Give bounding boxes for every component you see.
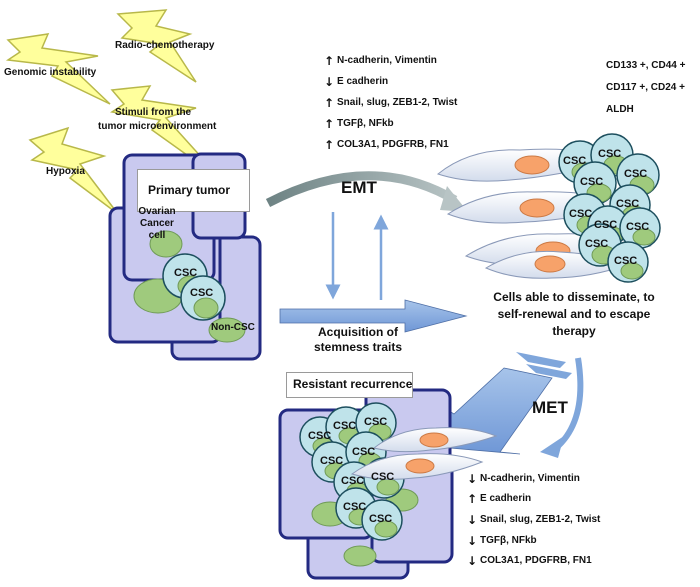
csc-label: CSC — [614, 255, 638, 267]
disseminate-line3: therapy — [552, 324, 596, 338]
up-arrow-icon: ↑ — [324, 54, 335, 68]
primary-tumor-title: Primary tumor — [148, 183, 231, 197]
csc-label: CSC — [569, 208, 593, 220]
label-genomic-instability: Genomic instability — [4, 67, 97, 78]
emt-marker-1: N-cadherin, Vimentin — [337, 55, 437, 66]
emt-marker-4: TGFβ, NFkb — [337, 118, 394, 129]
down-arrow-icon: ↓ — [467, 513, 478, 527]
csc-label: CSC — [320, 455, 344, 467]
acquisition-label: Acquisition of stemness traits — [308, 325, 408, 355]
surface-marker-2: CD117 +, CD24 + — [606, 82, 685, 93]
csc-label: CSC — [333, 420, 357, 432]
emt-marker-3: Snail, slug, ZEB1-2, Twist — [337, 97, 458, 108]
primary-tumor-title-box: Primary tumor — [137, 169, 250, 212]
down-arrow-icon: ↓ — [467, 554, 478, 568]
ovarian-line3: cell — [148, 230, 166, 241]
csc-label: CSC — [594, 219, 618, 231]
met-marker-5: COL3A1, PDGFRB, FN1 — [480, 555, 592, 566]
recurrence-title: Resistant recurrence — [293, 377, 413, 391]
recurrence-title-box: Resistant recurrence — [286, 372, 413, 398]
disseminating-cells-cluster — [436, 133, 661, 283]
acquisition-line1: Acquisition of — [318, 325, 398, 339]
surface-marker-1: CD133 +, CD44 + — [606, 60, 686, 71]
csc-label: CSC — [371, 471, 395, 483]
csc-label: CSC — [563, 155, 587, 167]
emt-label: EMT — [341, 178, 377, 197]
surface-marker-3: ALDH — [606, 104, 634, 115]
disseminate-line1: Cells able to disseminate, to — [493, 290, 655, 304]
disseminate-line2: self-renewal and to escape — [497, 307, 651, 321]
ovarian-line2: Cancer — [140, 218, 174, 229]
down-arrow-icon: ↓ — [324, 75, 335, 89]
met-marker-3: Snail, slug, ZEB1-2, Twist — [480, 514, 601, 525]
disseminate-label: Cells able to disseminate, to self-renew… — [464, 289, 684, 340]
lightning-bolt-radio — [116, 9, 197, 83]
non-csc-label: Non-CSC — [211, 322, 255, 333]
csc-label: CSC — [174, 267, 198, 279]
csc-label: CSC — [343, 501, 367, 513]
down-arrow-icon: ↓ — [467, 472, 478, 486]
csc-label: CSC — [585, 238, 609, 250]
met-marker-1: N-cadherin, Vimentin — [480, 473, 580, 484]
up-arrow-icon: ↑ — [467, 492, 478, 506]
emt-arrow — [265, 171, 468, 212]
ovarian-line1: Ovarian — [138, 206, 176, 217]
csc-label: CSC — [616, 198, 640, 210]
emt-marker-2: E cadherin — [337, 76, 389, 87]
csc-label: CSC — [308, 430, 332, 442]
label-hypoxia: Hypoxia — [46, 166, 85, 177]
met-marker-4: TGFβ, NFkb — [480, 535, 537, 546]
acquisition-arrow — [279, 299, 468, 333]
label-radio-chemotherapy: Radio-chemotherapy — [115, 40, 215, 51]
csc-label: CSC — [190, 287, 214, 299]
csc-label: CSC — [341, 475, 365, 487]
emt-marker-5: COL3A1, PDGFRB, FN1 — [337, 139, 449, 150]
vertical-arrows — [325, 212, 389, 300]
csc-label: CSC — [624, 168, 648, 180]
csc-label: CSC — [364, 416, 388, 428]
label-stimuli-line2: tumor microenvironment — [98, 121, 217, 132]
csc-label: CSC — [626, 221, 650, 233]
recurrence-cluster — [278, 388, 498, 580]
up-arrow-icon: ↑ — [324, 96, 335, 110]
ovarian-cancer-cell-label: Ovarian Cancer cell — [136, 206, 178, 242]
csc-label: CSC — [598, 148, 622, 160]
up-arrow-icon: ↑ — [324, 138, 335, 152]
csc-label: CSC — [369, 513, 393, 525]
met-marker-2: E cadherin — [480, 493, 532, 504]
met-label: MET — [532, 398, 568, 417]
lightning-bolt-genomic — [5, 33, 111, 105]
csc-label: CSC — [352, 446, 376, 458]
label-stimuli-line1: Stimuli from the — [115, 107, 192, 118]
up-arrow-icon: ↑ — [324, 117, 335, 131]
csc-label: CSC — [580, 176, 604, 188]
down-arrow-icon: ↓ — [467, 534, 478, 548]
acquisition-line2: stemness traits — [313, 340, 403, 354]
